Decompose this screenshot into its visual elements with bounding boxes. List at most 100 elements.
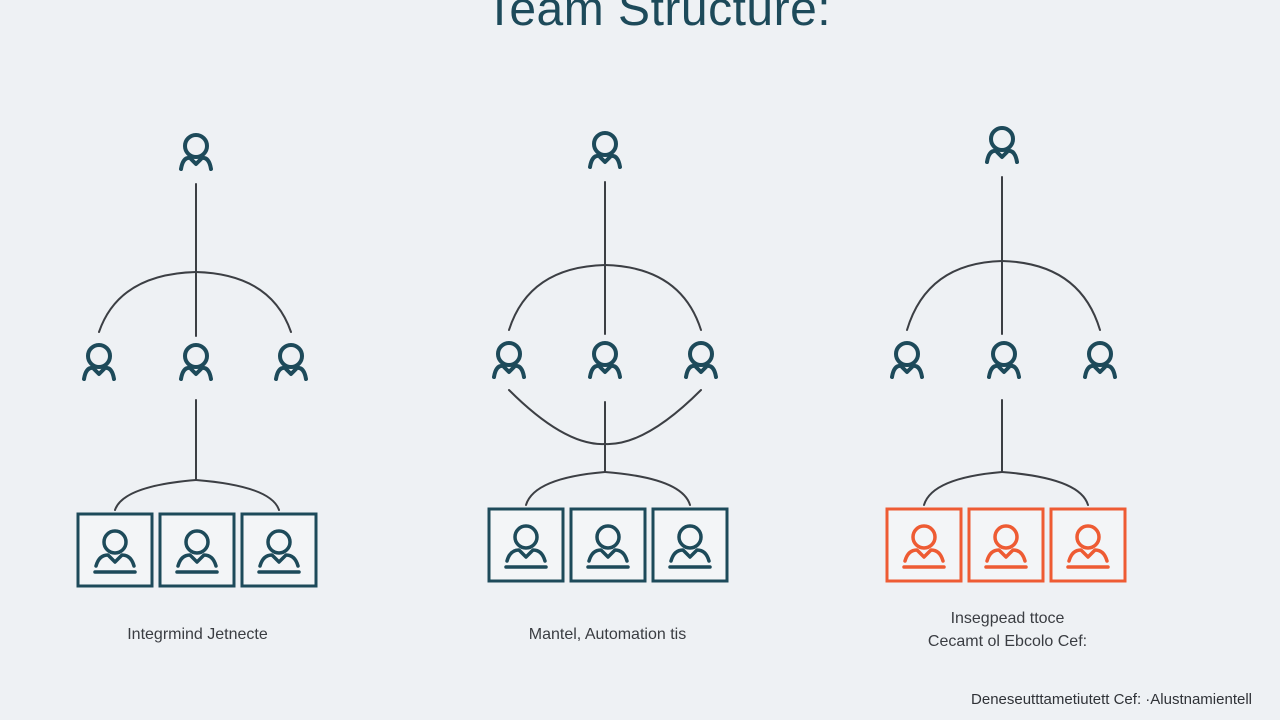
structure-b-branch-right [604, 264, 702, 331]
person-head [595, 524, 621, 550]
card-person-icon [504, 524, 548, 569]
person-shoulders [587, 548, 629, 563]
footnote: Deneseutttametiutett Cef: ·Alustnamiente… [971, 691, 1252, 708]
structure-a-member-card-icon-2 [158, 512, 236, 588]
structure-b-merge-right [604, 389, 702, 446]
structure-c-bus-right [1001, 471, 1089, 506]
person-shoulders [903, 548, 945, 563]
structure-a-branch-left [98, 271, 197, 333]
card-person-icon [1066, 524, 1110, 569]
structure-c-branch-left [906, 260, 1003, 331]
structure-c-bus-left [923, 471, 1003, 506]
structure-c-branch-right [1001, 260, 1101, 331]
person-shoulders [985, 148, 1019, 164]
person-shoulders [1083, 363, 1117, 379]
person-head [86, 343, 112, 369]
structure-b-member-card-icon-2 [569, 507, 647, 583]
person-shoulders [985, 548, 1027, 563]
person-shoulders [684, 363, 718, 379]
person-head [183, 343, 209, 369]
person-shoulders [179, 155, 213, 171]
person-head [911, 524, 937, 550]
card-person-icon [668, 524, 712, 569]
caption-structure-a: Integrmind Jetnecte [60, 623, 335, 646]
structure-b-bus-right [604, 471, 691, 506]
card-person-icon [257, 529, 301, 574]
person-shoulders [274, 365, 308, 381]
structure-b-member-card-icon-3 [651, 507, 729, 583]
card-person-icon [586, 524, 630, 569]
person-shoulders [505, 548, 547, 563]
structure-b-manager-person-icon-1 [492, 341, 526, 379]
structure-c-member-card-icon-3 [1049, 507, 1127, 583]
caption-line: Insegpead ttoce [950, 610, 1065, 627]
person-head [592, 341, 618, 367]
card-frame [651, 507, 729, 583]
person-head [1087, 341, 1113, 367]
structure-a-lead-person-icon [179, 133, 213, 171]
card-frame [158, 512, 236, 588]
person-shoulders [588, 153, 622, 169]
card-person-icon [175, 529, 219, 574]
structure-c-member-card-icon-1 [885, 507, 963, 583]
structure-b-manager-person-icon-2 [588, 341, 622, 379]
person-head [688, 341, 714, 367]
person-shoulders [1067, 548, 1109, 563]
card-frame [240, 512, 318, 588]
person-shoulders [179, 365, 213, 381]
caption-line: Mantel, Automation tis [528, 626, 687, 643]
person-shoulders [588, 363, 622, 379]
card-person-icon [984, 524, 1028, 569]
structure-c-lead-person-icon [985, 126, 1019, 164]
person-head [592, 131, 618, 157]
structure-b-member-card-icon-1 [487, 507, 565, 583]
structure-b-branch-left [508, 264, 606, 331]
person-shoulders [258, 553, 300, 568]
card-person-icon [902, 524, 946, 569]
person-head [993, 524, 1019, 550]
card-frame [967, 507, 1045, 583]
structure-c-manager-person-icon-3 [1083, 341, 1117, 379]
caption-structure-b: Mantel, Automation tis [470, 623, 745, 646]
structure-c-manager-person-icon-1 [890, 341, 924, 379]
person-head [989, 126, 1015, 152]
card-frame [76, 512, 154, 588]
structure-a-manager-person-icon-1 [82, 343, 116, 381]
card-frame [885, 507, 963, 583]
caption-structure-c: Insegpead ttoce Cecamt ol Ebcolo Cef: [870, 607, 1145, 653]
person-shoulders [669, 548, 711, 563]
structure-b-lead-person-icon [588, 131, 622, 169]
person-shoulders [176, 553, 218, 568]
person-shoulders [987, 363, 1021, 379]
person-head [184, 529, 210, 555]
card-frame [569, 507, 647, 583]
structure-a-branch-right [195, 271, 292, 333]
structure-a-bus-right [195, 479, 280, 511]
caption-line: Cecamt ol Ebcolo Cef: [927, 633, 1088, 650]
card-frame [1049, 507, 1127, 583]
card-frame [487, 507, 565, 583]
caption-line: Integrmind Jetnecte [127, 626, 268, 643]
structure-c-member-card-icon-2 [967, 507, 1045, 583]
person-shoulders [94, 553, 136, 568]
person-shoulders [82, 365, 116, 381]
person-shoulders [890, 363, 924, 379]
person-head [677, 524, 703, 550]
person-head [1075, 524, 1101, 550]
person-head [183, 133, 209, 159]
structure-b-bus-left [525, 471, 606, 506]
person-head [496, 341, 522, 367]
person-head [266, 529, 292, 555]
structure-b-manager-person-icon-3 [684, 341, 718, 379]
page-title: Team Structure: [484, 0, 832, 36]
structure-a-manager-person-icon-2 [179, 343, 213, 381]
structure-c-manager-person-icon-2 [987, 341, 1021, 379]
person-head [102, 529, 128, 555]
person-head [991, 341, 1017, 367]
person-head [513, 524, 539, 550]
structure-a-member-card-icon-3 [240, 512, 318, 588]
card-person-icon [93, 529, 137, 574]
person-head [894, 341, 920, 367]
person-head [278, 343, 304, 369]
